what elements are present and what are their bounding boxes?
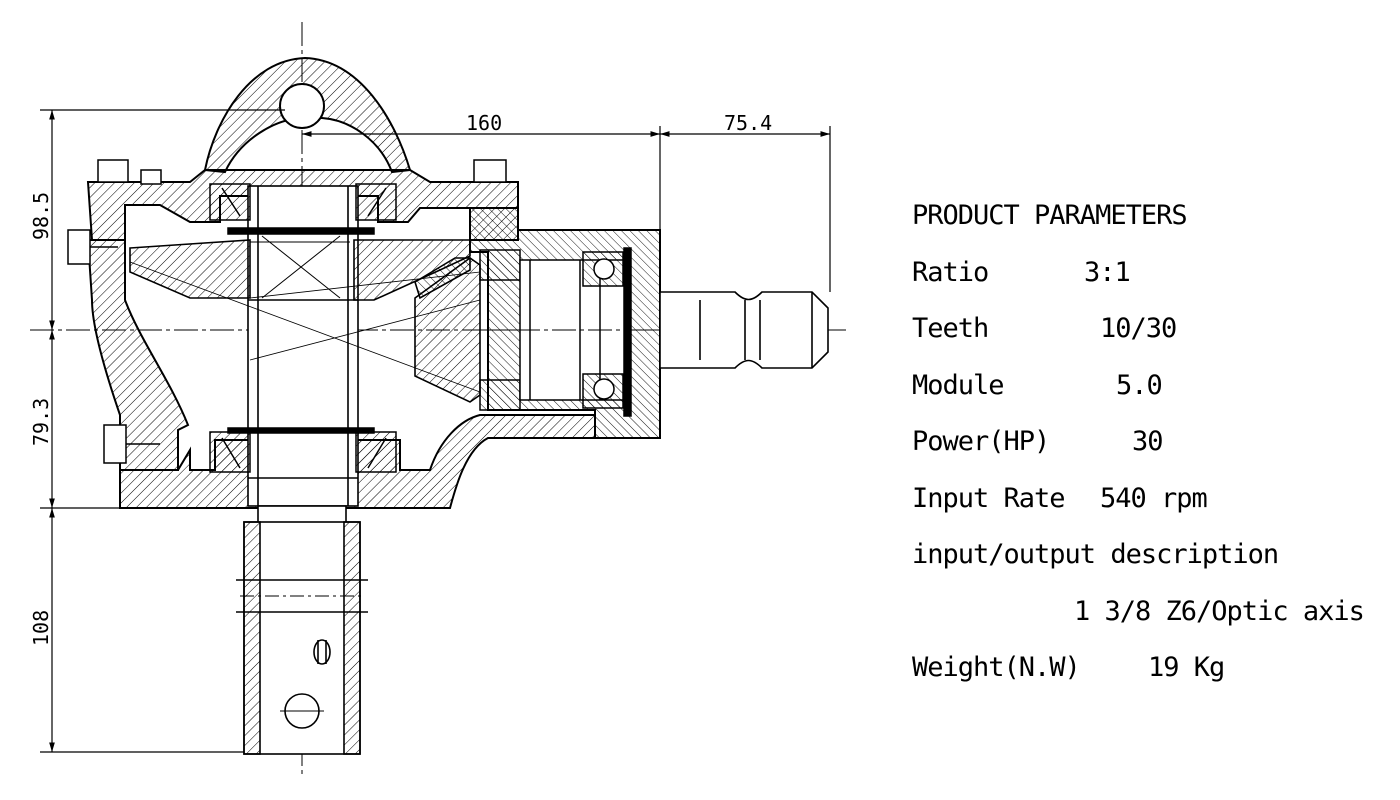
ratio-label: Ratio bbox=[912, 256, 989, 288]
crown-gear bbox=[129, 235, 481, 393]
param-ratio: Ratio 3:1 bbox=[912, 245, 1382, 302]
dim-160: 160 bbox=[466, 111, 502, 135]
dimension-labels: 160 75.4 98.5 79.3 108 bbox=[29, 111, 772, 646]
param-weight: Weight(N.W) 19 Kg bbox=[912, 640, 1382, 697]
dim-79-3: 79.3 bbox=[29, 398, 53, 446]
param-module: Module 5.0 bbox=[912, 358, 1382, 415]
weight-value: 19 Kg bbox=[1148, 652, 1225, 683]
teeth-value: 10/30 bbox=[1100, 313, 1177, 344]
bearing-lower bbox=[209, 427, 397, 473]
input-rate-value: 540 rpm bbox=[1100, 482, 1208, 514]
dim-98-5: 98.5 bbox=[29, 192, 53, 240]
pin-hole-small bbox=[313, 639, 331, 665]
module-label: Module bbox=[912, 369, 1005, 401]
dimension-lines bbox=[40, 109, 831, 753]
io-description-label: input/output description bbox=[912, 539, 1279, 570]
dim-75-4: 75.4 bbox=[724, 111, 772, 135]
weight-label: Weight(N.W) bbox=[912, 652, 1081, 683]
module-value: 5.0 bbox=[1116, 369, 1163, 401]
power-value: 30 bbox=[1132, 426, 1164, 457]
param-power: Power(HP) 30 bbox=[912, 414, 1382, 471]
gearbox-section-drawing: 160 75.4 98.5 79.3 108 bbox=[29, 22, 850, 775]
pinion-shaft-assembly bbox=[479, 247, 660, 417]
bearing-upper bbox=[209, 183, 397, 235]
param-input-rate: Input Rate 540 rpm bbox=[912, 471, 1382, 528]
lug-hole bbox=[279, 83, 325, 129]
param-io-description: input/output description bbox=[912, 527, 1382, 584]
product-parameters-panel: PRODUCT PARAMETERS Ratio 3:1 Teeth 10/30… bbox=[912, 188, 1382, 697]
power-label: Power(HP) bbox=[912, 426, 1050, 457]
output-shaft bbox=[659, 291, 829, 369]
teeth-label: Teeth bbox=[912, 313, 989, 344]
param-io-description-value-row: 1 3/8 Z6/Optic axis bbox=[912, 584, 1382, 641]
pinion-gear bbox=[414, 257, 481, 403]
param-teeth: Teeth 10/30 bbox=[912, 301, 1382, 358]
parameters-title: PRODUCT PARAMETERS bbox=[912, 200, 1188, 231]
input-shaft bbox=[236, 505, 368, 755]
input-rate-label: Input Rate bbox=[912, 482, 1066, 514]
io-description-value: 1 3/8 Z6/Optic axis bbox=[1074, 595, 1365, 627]
ratio-value: 3:1 bbox=[1084, 256, 1131, 288]
dim-108: 108 bbox=[29, 610, 53, 646]
housing-bolts bbox=[67, 159, 507, 464]
